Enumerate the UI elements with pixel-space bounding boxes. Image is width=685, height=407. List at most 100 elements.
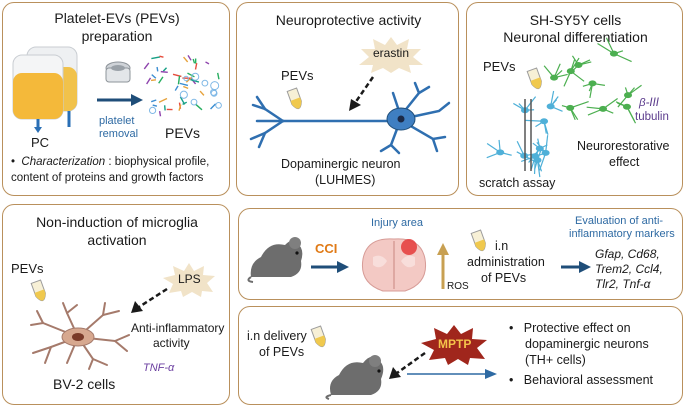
cell-body — [599, 105, 608, 112]
panel-microglia: Non-induction of microglia activation PE… — [2, 204, 230, 405]
panel-mptp: i.n delivery of PEVs MPTP • Protective e… — [238, 306, 683, 405]
cell-body — [550, 74, 559, 81]
neurorestorative-line2: effect — [609, 155, 640, 169]
vesicle-mark — [179, 90, 188, 99]
vesicle-mark — [158, 97, 168, 103]
cell-body — [624, 92, 633, 99]
vesicle-mark — [143, 62, 150, 70]
vesicle-mark — [148, 106, 157, 115]
panel-shsy5y: SH-SY5Y cells Neuronal differentiation P… — [466, 2, 683, 196]
scratch-assay-icon — [486, 90, 563, 178]
pevs-label: PEVs — [165, 125, 201, 141]
vesicle-mark — [150, 99, 157, 103]
lps-star — [163, 263, 215, 297]
brain-section-icon — [361, 238, 427, 292]
lps-label: LPS — [178, 272, 201, 286]
cci-arrow — [311, 261, 349, 273]
panel-title: Neuroprotective activity — [275, 12, 422, 28]
panel-title-line1: SH-SY5Y cells — [529, 12, 622, 28]
vesicle-mark — [151, 74, 157, 79]
vesicle-mark — [162, 67, 168, 72]
vesicle-mark — [190, 78, 200, 83]
cell-body — [622, 103, 631, 110]
cell-body — [574, 62, 583, 69]
panel-neuroprotective: Neuroprotective activity erastin PEVs Do… — [236, 2, 459, 196]
vesicle-mark — [205, 61, 210, 65]
pipette-icon — [470, 229, 486, 252]
vesicle-mark — [195, 103, 203, 111]
panel-title-line2: preparation — [81, 28, 153, 44]
vesicle-mark — [179, 82, 189, 87]
pipette-icon — [30, 279, 46, 302]
cell-body — [531, 153, 540, 160]
cell-body — [535, 145, 544, 152]
pevs-label: PEVs — [483, 59, 516, 74]
neuron-label-line2: (LUHMES) — [315, 173, 376, 187]
mptp-label: MPTP — [438, 337, 472, 351]
admin-line3: of PEVs — [481, 271, 527, 285]
mptp-star — [421, 325, 487, 365]
mptp-arrow — [389, 351, 426, 379]
admin-arrow — [561, 261, 591, 273]
mouse-icon — [325, 355, 384, 400]
vesicle-mark — [183, 75, 189, 82]
erastin-star — [359, 37, 423, 73]
beta-tubulin-line2: tubulin — [635, 111, 669, 123]
vesicle-mark — [199, 90, 205, 96]
anti-inflammatory-line1: Anti-inflammatory — [131, 321, 225, 335]
behavioral-bullet: • Behavioral assessment — [509, 373, 654, 387]
green-neurons-icon — [543, 37, 642, 124]
erastin-arrow — [349, 76, 375, 111]
cell-body — [541, 149, 550, 156]
vesicle-mark — [158, 76, 164, 84]
characterization-bullet: • Characterization : biophysical profile… — [11, 156, 210, 168]
protective-bullet-line1: • Protective effect on — [509, 321, 631, 335]
vesicle-mark — [215, 102, 222, 109]
pc-label: PC — [31, 135, 50, 150]
vesicle-mark — [159, 55, 164, 58]
vesicle-mark — [201, 79, 209, 87]
protective-text: Protective effect on — [523, 321, 631, 335]
delivery-line1: i.n delivery — [247, 329, 307, 343]
vesicle-mark — [158, 111, 162, 117]
markers-line1: Gfap, Cd68, — [595, 247, 660, 261]
characterization-line2: content of proteins and growth factors — [11, 172, 204, 184]
vesicle-mark — [183, 85, 189, 90]
vesicle-mark — [187, 55, 192, 61]
vesicle-mark — [190, 98, 198, 106]
vesicle-mark — [179, 96, 186, 105]
cell-body — [566, 104, 575, 111]
blood-bag-icon — [12, 46, 78, 133]
panel-title-line2: Neuronal differentiation — [503, 29, 648, 45]
pipette-icon — [526, 67, 542, 90]
cell-body — [609, 50, 618, 57]
evaluation-line2: inflammatory markers — [569, 228, 675, 240]
cell-body — [540, 118, 549, 125]
markers-line3: Tlr2, Tnf-α — [595, 277, 651, 291]
cell-body — [520, 152, 529, 159]
process-arrow — [97, 94, 143, 106]
arrow-label-removal: removal — [99, 128, 139, 140]
vesicle-mark — [152, 104, 158, 107]
vesicles-icon — [143, 55, 222, 117]
vesicle-mark — [210, 81, 220, 91]
vesicle-mark — [192, 58, 196, 64]
vesicle-mark — [183, 56, 189, 63]
vesicle-mark — [177, 75, 181, 85]
neuron-label-line1: Dopaminergic neuron — [281, 157, 401, 171]
cell-body — [566, 68, 575, 75]
behavioral-text: Behavioral assessment — [523, 373, 654, 387]
cell-body — [588, 80, 597, 87]
scratch-assay-label: scratch assay — [479, 176, 556, 190]
vesicle-mark — [216, 72, 220, 80]
vesicle-mark — [210, 89, 218, 97]
cell-body — [546, 103, 555, 110]
delivery-line2: of PEVs — [259, 345, 305, 359]
beta-tubulin-line1: β-III — [639, 97, 659, 109]
vesicle-mark — [150, 79, 157, 82]
vesicle-mark — [210, 103, 217, 110]
neuron-icon — [249, 81, 451, 155]
centrifuge-icon — [105, 61, 131, 83]
vesicle-mark — [194, 63, 198, 70]
lps-arrow — [131, 287, 168, 313]
